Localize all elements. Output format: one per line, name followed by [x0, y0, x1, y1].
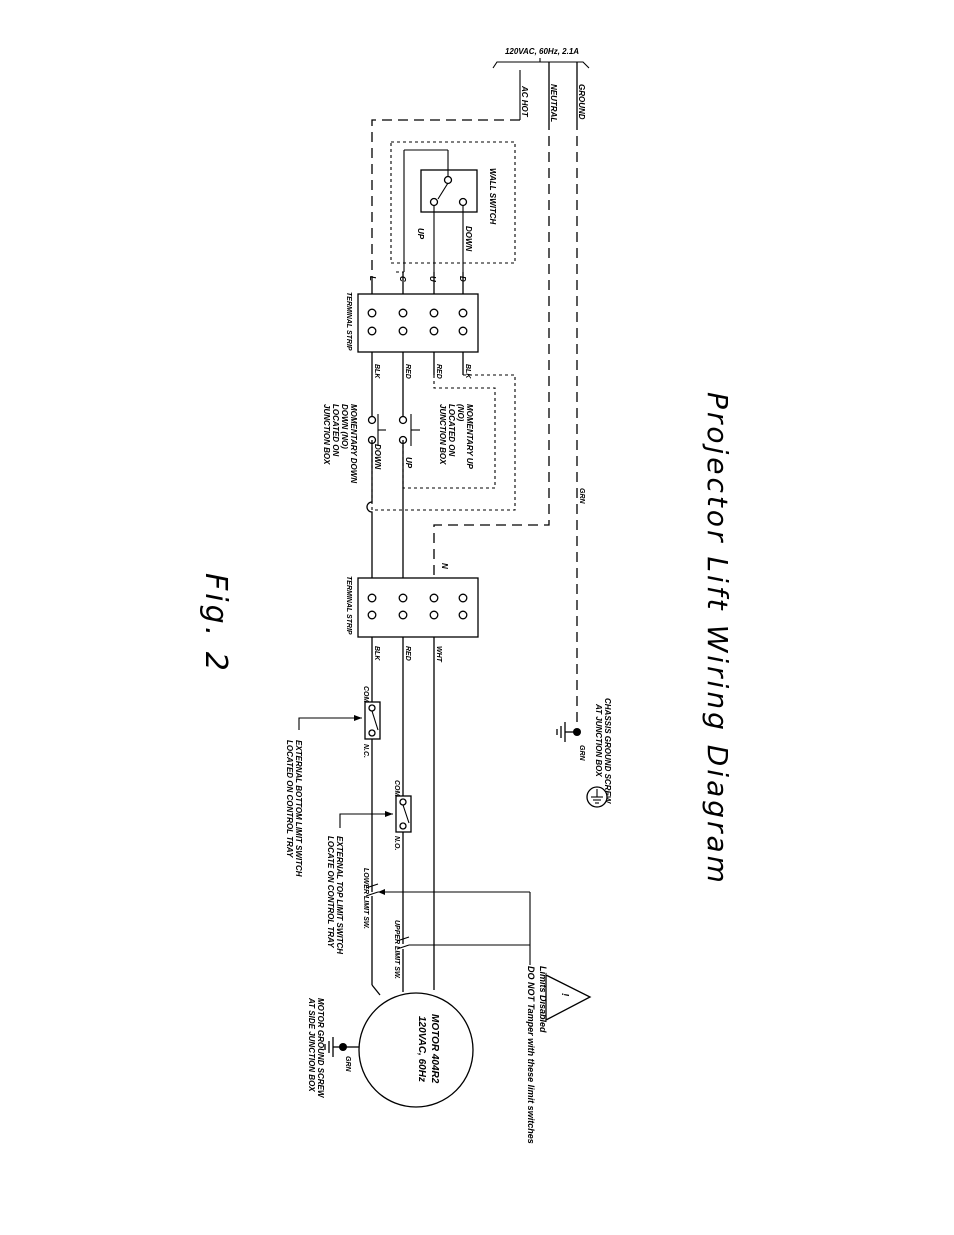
- chassis-ground-text-2: AT JUNCTION BOX: [594, 703, 603, 777]
- top-limit-com: COM: [393, 780, 400, 797]
- ts2-wire-red: RED: [404, 646, 411, 661]
- motor-line-1: MOTOR 404R2: [429, 1014, 440, 1084]
- terminal-strip-1: L C U D TERMINAL STRIP BLK RED RED BLK: [345, 272, 479, 418]
- ac-hot-wire: [371, 119, 520, 278]
- wall-switch-down: DOWN: [464, 226, 473, 252]
- ts1-wire-blk-2: BLK: [464, 364, 471, 379]
- neutral-label: NEUTRAL: [549, 84, 558, 122]
- bottom-limit-com: COM: [362, 686, 369, 703]
- momentary-up-mark: UP: [404, 457, 413, 469]
- bottom-limit-switch: COM N.C. EXTERNAL BOTTOM LIMIT SWITCH LO…: [285, 637, 381, 892]
- supply-rating: 120VAC, 60Hz, 2.1A: [505, 47, 579, 56]
- motor-ground-text-2: AT SIDE JUNCTION BOX: [307, 997, 316, 1092]
- chassis-ground-wire: GRN: [578, 745, 585, 762]
- svg-text:DOWN (NO): DOWN (NO): [340, 404, 349, 449]
- terminal-strip-2: N TERMINAL STRIP BLK RED WHT: [345, 563, 479, 663]
- bottom-limit-text-2: LOCATED ON CONTROL TRAY: [285, 740, 294, 858]
- svg-text:MOMENTARY UP: MOMENTARY UP: [465, 404, 474, 470]
- ground-wire-label: GRN: [578, 488, 585, 505]
- motor-ground-wire: GRN: [344, 1056, 351, 1073]
- terminal-strip-2-body: [357, 577, 479, 638]
- mains-supply: 120VAC, 60Hz, 2.1A AC HOT NEUTRAL GROUND: [492, 47, 590, 122]
- ts1-wire-blk-1: BLK: [373, 364, 380, 379]
- wall-switch-title: WALL SWITCH: [488, 168, 497, 225]
- ts1-wire-red-2: RED: [435, 364, 442, 379]
- top-limit-text-2: LOCATE ON CONTROL TRAY: [326, 836, 335, 948]
- terminal-strip-1-title: TERMINAL STRIP: [345, 292, 352, 351]
- wall-switch: WALL SWITCH UP DOWN: [390, 141, 516, 272]
- momentary-down-mark: DOWN: [373, 444, 382, 470]
- svg-text:LOCATED ON: LOCATED ON: [331, 404, 340, 457]
- chassis-ground: GRN CHASSIS GROUND SCREW AT JUNCTION BOX: [556, 698, 612, 808]
- ts1-wire-red-1: RED: [404, 364, 411, 379]
- svg-text:LOCATED ON: LOCATED ON: [447, 404, 456, 457]
- top-limit-no: N.O.: [393, 836, 400, 850]
- junction-box-switches: MOMENTARY UP (NO) LOCATED ON JUNCTION BO…: [322, 374, 516, 511]
- blk-run: [366, 440, 373, 594]
- warning-line-2: DO NOT Tamper with these limit switches: [526, 966, 536, 1144]
- terminal-strip-2-title: TERMINAL STRIP: [345, 576, 352, 635]
- terminal-strip-1-body: [357, 293, 479, 353]
- ac-hot-label: AC HOT: [520, 85, 529, 118]
- terminal-letter-u: U: [428, 276, 437, 282]
- lower-limit-label: LOWER LIMIT SW.: [362, 868, 369, 929]
- neutral-mark: N: [440, 563, 449, 569]
- chassis-ground-text-1: CHASSIS GROUND SCREW: [603, 698, 612, 805]
- wall-switch-enclosure: [390, 141, 516, 264]
- supply-brace: [492, 61, 590, 69]
- svg-text:MOMENTARY DOWN: MOMENTARY DOWN: [349, 404, 358, 483]
- warning-line-1: Limits Disabled: [538, 966, 548, 1033]
- warning-note: ! Limits Disabled DO NOT Tamper with the…: [526, 966, 592, 1144]
- motor-ground-text-1: MOTOR GROUND SCREW: [316, 998, 325, 1099]
- ts2-wire-blk: BLK: [373, 646, 380, 661]
- bottom-limit-nc: N.C.: [362, 744, 369, 758]
- upper-limit-label: UPPER LIMIT SW.: [393, 920, 400, 979]
- ground-label: GROUND: [577, 84, 586, 120]
- svg-text:JUNCTION BOX: JUNCTION BOX: [438, 404, 447, 465]
- internal-limit-switches: LOWER LIMIT SW. UPPER LIMIT SW.: [362, 868, 531, 985]
- svg-text:(NO): (NO): [456, 404, 465, 422]
- momentary-up-label: MOMENTARY UP (NO) LOCATED ON JUNCTION BO…: [438, 404, 474, 470]
- wall-switch-up: UP: [416, 228, 425, 240]
- svg-text:JUNCTION BOX: JUNCTION BOX: [322, 404, 331, 465]
- motor-circle: [358, 992, 474, 1108]
- motor-line-2: 120VAC, 60Hz: [416, 1016, 427, 1082]
- warning-symbol: !: [559, 993, 570, 997]
- motor: MOTOR 404R2 120VAC, 60Hz GRN MOTOR GROUN…: [307, 984, 474, 1108]
- warning-triangle-icon: [545, 973, 592, 1022]
- figure-label: Fig. 2: [198, 573, 233, 674]
- top-limit-text-1: EXTERNAL TOP LIMIT SWITCH: [335, 836, 344, 954]
- top-limit-switch: COM N.O. EXTERNAL TOP LIMIT SWITCH LOCAT…: [326, 637, 412, 954]
- ts2-wire-wht: WHT: [435, 646, 442, 663]
- bottom-limit-text-1: EXTERNAL BOTTOM LIMIT SWITCH: [294, 740, 303, 877]
- diagram-title: Projector Lift Wiring Diagram: [701, 392, 734, 886]
- momentary-down-label: MOMENTARY DOWN DOWN (NO) LOCATED ON JUNC…: [322, 404, 358, 483]
